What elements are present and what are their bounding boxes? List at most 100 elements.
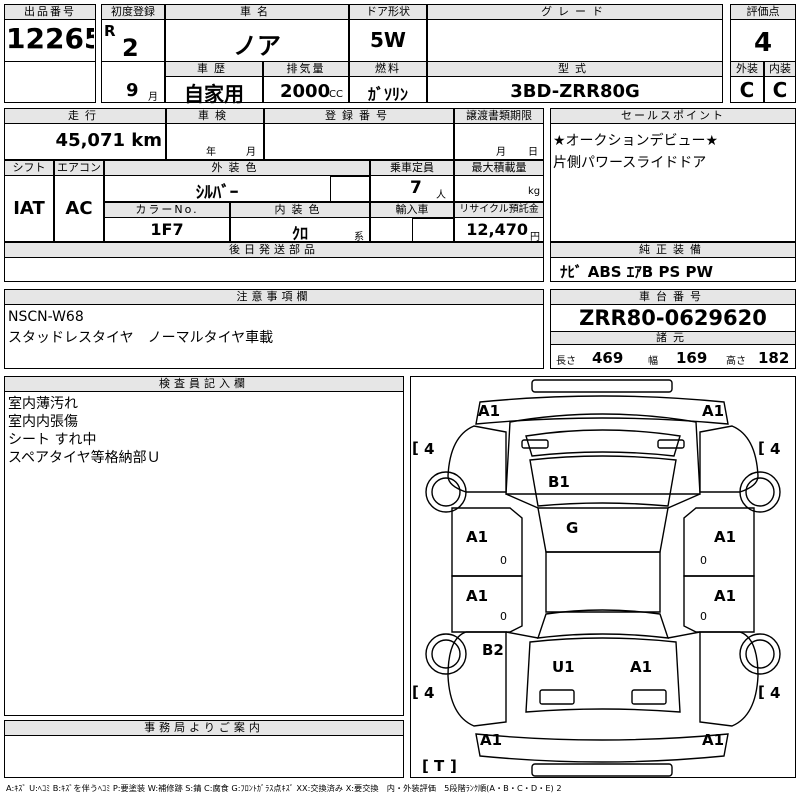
sales-point-label: セールスポイント [550,108,796,124]
later-parts-label: 後日発送部品 [4,242,544,258]
color-value: ｼﾙﾊﾞｰ [195,183,239,203]
displacement-label: 排気量 [263,61,349,77]
spec-width: 169 [676,349,708,367]
mileage-value: 45,071 km [55,130,162,151]
inspector-label: 検査員記入欄 [4,376,404,392]
zero-rear-left: 0 [500,610,507,623]
tire-rl-open: [ [412,683,419,701]
reg-month-unit: 月 [148,92,158,103]
deadline-label: 譲渡書類期限 [454,108,544,124]
fuel-value: ｶﾞｿﾘﾝ [367,85,408,104]
mark-bottom-left: A1 [480,731,502,749]
spec-length-label: 長さ [556,356,576,367]
spare-open: [ [422,757,429,775]
sales-point-line-1: ★オークションデビュー★ [553,133,719,149]
tire-rl: 4 [424,684,434,702]
interior-grade: C [772,78,788,102]
equipment-value: ﾅﾋﾞ ABS ｴｱB PS PW [560,263,714,281]
tire-fl: 4 [424,440,434,458]
inspector-line-3: シート すれ中 [8,432,97,448]
history-label: 車歴 [165,61,263,77]
recycle-value: 12,470 [466,220,528,239]
inspection-month-unit: 月 [246,147,256,158]
score-label: 評価点 [730,4,796,20]
lot-number: 12265 [6,22,94,55]
equipment-label: 純正装備 [550,242,796,258]
ac-label: エアコン [54,160,104,176]
tire-fl-open: [ [412,439,419,457]
mark-roof-front: B1 [548,473,570,491]
mileage-label: 走行 [4,108,166,124]
score-value: 4 [753,28,773,58]
inspection-year-unit: 年 [206,147,216,158]
import-label: 輸入車 [370,202,454,218]
load-label: 最大積載量 [454,160,544,176]
car-name: ノア [233,32,281,60]
color-label: 外装色 [104,160,370,176]
mark-front-right: A1 [702,402,724,420]
lot-blank-cell [4,61,96,103]
zero-mid-right: 0 [700,554,707,567]
recycle-label: リサイクル預託金 [454,202,544,218]
inspector-line-4: スペアタイヤ等格納部Ｕ [8,450,161,466]
door-label: ドア形状 [349,4,427,20]
color-no-value: 1F7 [150,220,184,239]
shift-label: シフト [4,160,54,176]
interior-color-value: ｸﾛ [291,224,308,243]
mark-mid-right: A1 [714,528,736,546]
import-sub-cell [412,218,454,242]
deadline-day-unit: 日 [528,147,538,158]
lot-label: 出品番号 [4,4,96,20]
door-type: 5W [370,28,406,52]
sales-point-cell [550,108,796,242]
tire-fr-open: [ [758,439,765,457]
inspection-label: 車検 [166,108,264,124]
inspector-line-2: 室内内張傷 [8,414,78,430]
interior-color-label: 内装色 [230,202,370,218]
specs-label: 諸元 [550,331,796,345]
chassis-number: ZRR80-0629620 [579,306,767,330]
inspector-cell [4,376,404,716]
color-sub-cell [330,176,370,202]
mark-rear-u: U1 [552,658,575,676]
spare-tire: T [434,757,445,775]
capacity-label: 乗車定員 [370,160,454,176]
displacement-value: 2000 [280,81,331,102]
shift-value: IAT [13,198,45,219]
mark-glass: G [566,519,578,537]
mark-mid-left: A1 [466,528,488,546]
grade-label: グレード [427,4,723,20]
fuel-label: 燃料 [349,61,427,77]
model-value: 3BD-ZRR80G [510,81,640,102]
era: R [104,22,116,40]
tire-rr: 4 [770,684,780,702]
reg-no-label: 登録番号 [264,108,454,124]
reg-month: 9 [126,80,139,101]
office-label: 事務局よりご案内 [4,720,404,736]
notes-line-1: NSCN-W68 [8,309,84,325]
sales-point-line-2: 片側パワースライドドア [553,155,707,171]
exterior-grade: C [739,78,755,102]
deadline-month-unit: 月 [496,147,506,158]
model-label: 型式 [427,61,723,77]
recycle-unit: 円 [530,232,540,243]
diagram-cell [410,376,796,778]
spec-width-label: 幅 [648,356,658,367]
capacity-unit: 人 [436,190,446,201]
chassis-label: 車台番号 [550,289,796,305]
exterior-label: 外装 [730,61,764,77]
interior-color-unit: 系 [354,232,364,243]
mark-rear-right: A1 [714,587,736,605]
capacity-value: 7 [410,178,422,198]
zero-rear-right: 0 [700,610,707,623]
zero-mid-left: 0 [500,554,507,567]
inspector-line-1: 室内薄汚れ [8,396,78,412]
reg-year: 2 [122,34,139,62]
mark-rear-center: A1 [630,658,652,676]
mark-lower-left: B2 [482,641,504,659]
mark-front-left: A1 [478,402,500,420]
spec-height-label: 高さ [726,356,746,367]
ac-value: AC [65,198,93,219]
notes-label: 注意事項欄 [4,289,544,305]
displacement-unit: CC [329,89,343,100]
